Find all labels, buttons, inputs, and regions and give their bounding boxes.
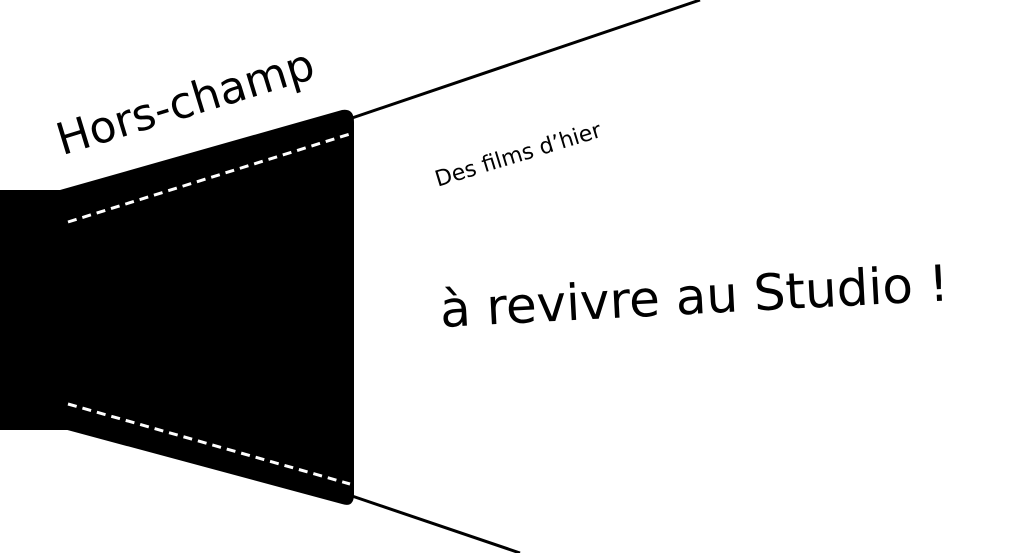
beam-top-line (351, 0, 701, 120)
projector-lens (60, 109, 354, 505)
beam-bottom-line (351, 494, 521, 553)
projector-icon (0, 109, 354, 505)
lens-dashed-bottom (67, 402, 351, 486)
lens-dashed-top (67, 132, 351, 224)
